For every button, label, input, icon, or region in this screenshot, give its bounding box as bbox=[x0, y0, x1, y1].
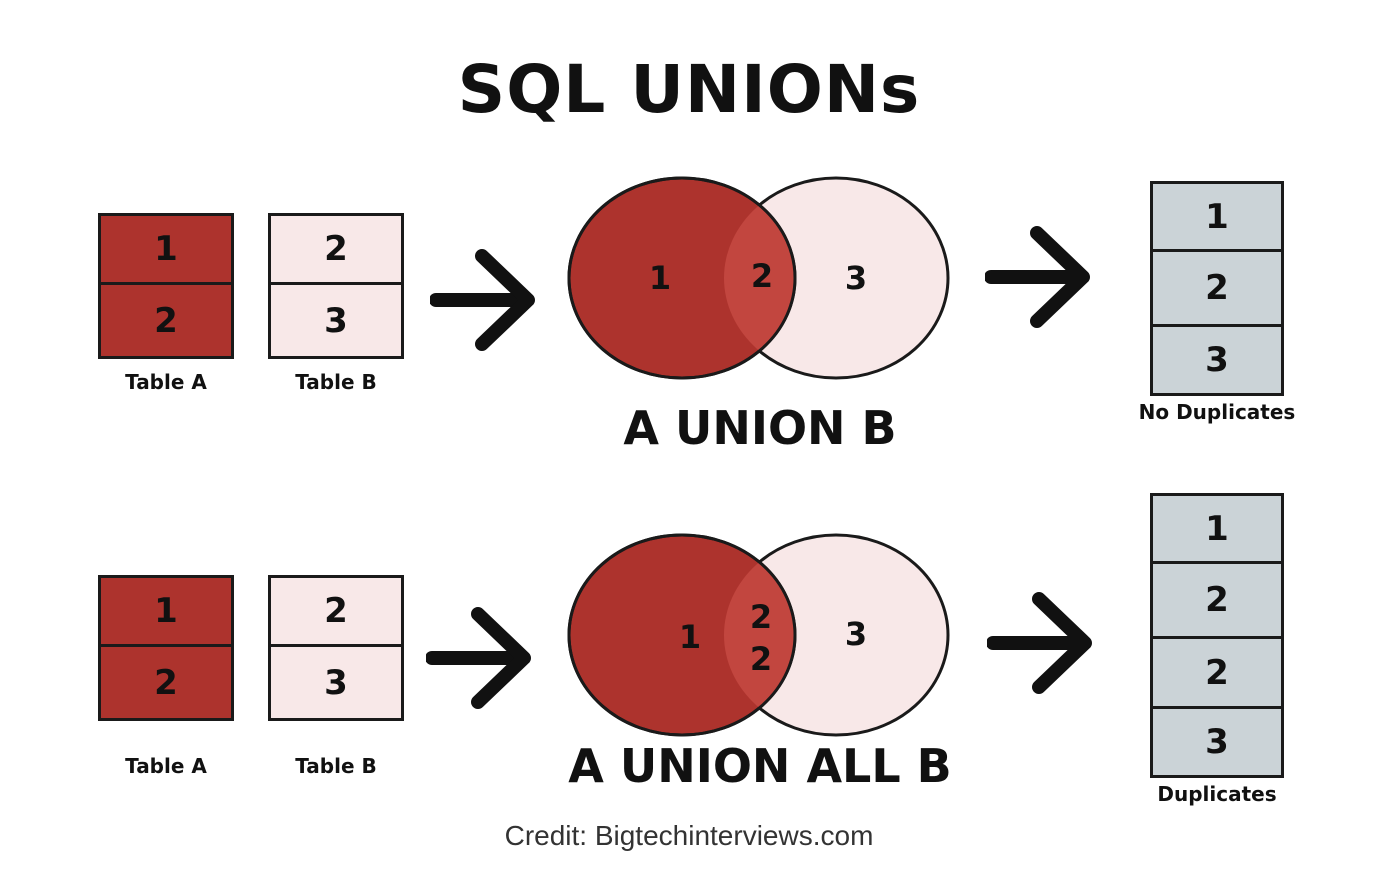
table-b-row: 2 bbox=[268, 575, 404, 647]
result-label-no-duplicates: No Duplicates bbox=[1138, 400, 1296, 424]
venn-diagram-union: 1 2 3 bbox=[567, 176, 950, 380]
table-a-row: 1 bbox=[98, 213, 234, 285]
venn-right-value: 3 bbox=[845, 615, 867, 653]
operation-label-union: A UNION B bbox=[623, 401, 897, 455]
arrow-right-icon bbox=[426, 607, 531, 709]
venn-right-value: 3 bbox=[845, 259, 867, 297]
result-row: 2 bbox=[1150, 561, 1284, 639]
result-row: 1 bbox=[1150, 493, 1284, 564]
table-b-row: 3 bbox=[268, 282, 404, 359]
venn-overlap-value: 2 bbox=[751, 257, 773, 295]
credit-text: Credit: Bigtechinterviews.com bbox=[504, 820, 874, 851]
operation-label-union-all: A UNION ALL B bbox=[568, 739, 952, 793]
table-a-label: Table A bbox=[125, 370, 207, 394]
table-b-label: Table B bbox=[295, 754, 377, 778]
result-row: 3 bbox=[1150, 324, 1284, 396]
venn-left-value: 1 bbox=[679, 618, 701, 656]
result-label-duplicates: Duplicates bbox=[1157, 782, 1277, 806]
arrow-right-icon bbox=[985, 226, 1090, 328]
venn-overlap-value-top: 2 bbox=[750, 598, 772, 636]
table-b-row: 3 bbox=[268, 644, 404, 721]
arrow-right-icon bbox=[430, 249, 535, 351]
result-row: 2 bbox=[1150, 249, 1284, 327]
venn-overlap-value-bottom: 2 bbox=[750, 640, 772, 678]
result-row: 1 bbox=[1150, 181, 1284, 252]
table-b-label: Table B bbox=[295, 370, 377, 394]
venn-left-value: 1 bbox=[649, 259, 671, 297]
venn-diagram-union-all: 1 2 2 3 bbox=[567, 533, 950, 737]
result-row: 2 bbox=[1150, 636, 1284, 709]
table-a-row: 1 bbox=[98, 575, 234, 647]
arrow-right-icon bbox=[987, 592, 1092, 694]
page-title: SQL UNIONs bbox=[457, 51, 921, 128]
table-a-label: Table A bbox=[125, 754, 207, 778]
table-b-row: 2 bbox=[268, 213, 404, 285]
table-a-row: 2 bbox=[98, 282, 234, 359]
table-a-row: 2 bbox=[98, 644, 234, 721]
result-row: 3 bbox=[1150, 706, 1284, 778]
